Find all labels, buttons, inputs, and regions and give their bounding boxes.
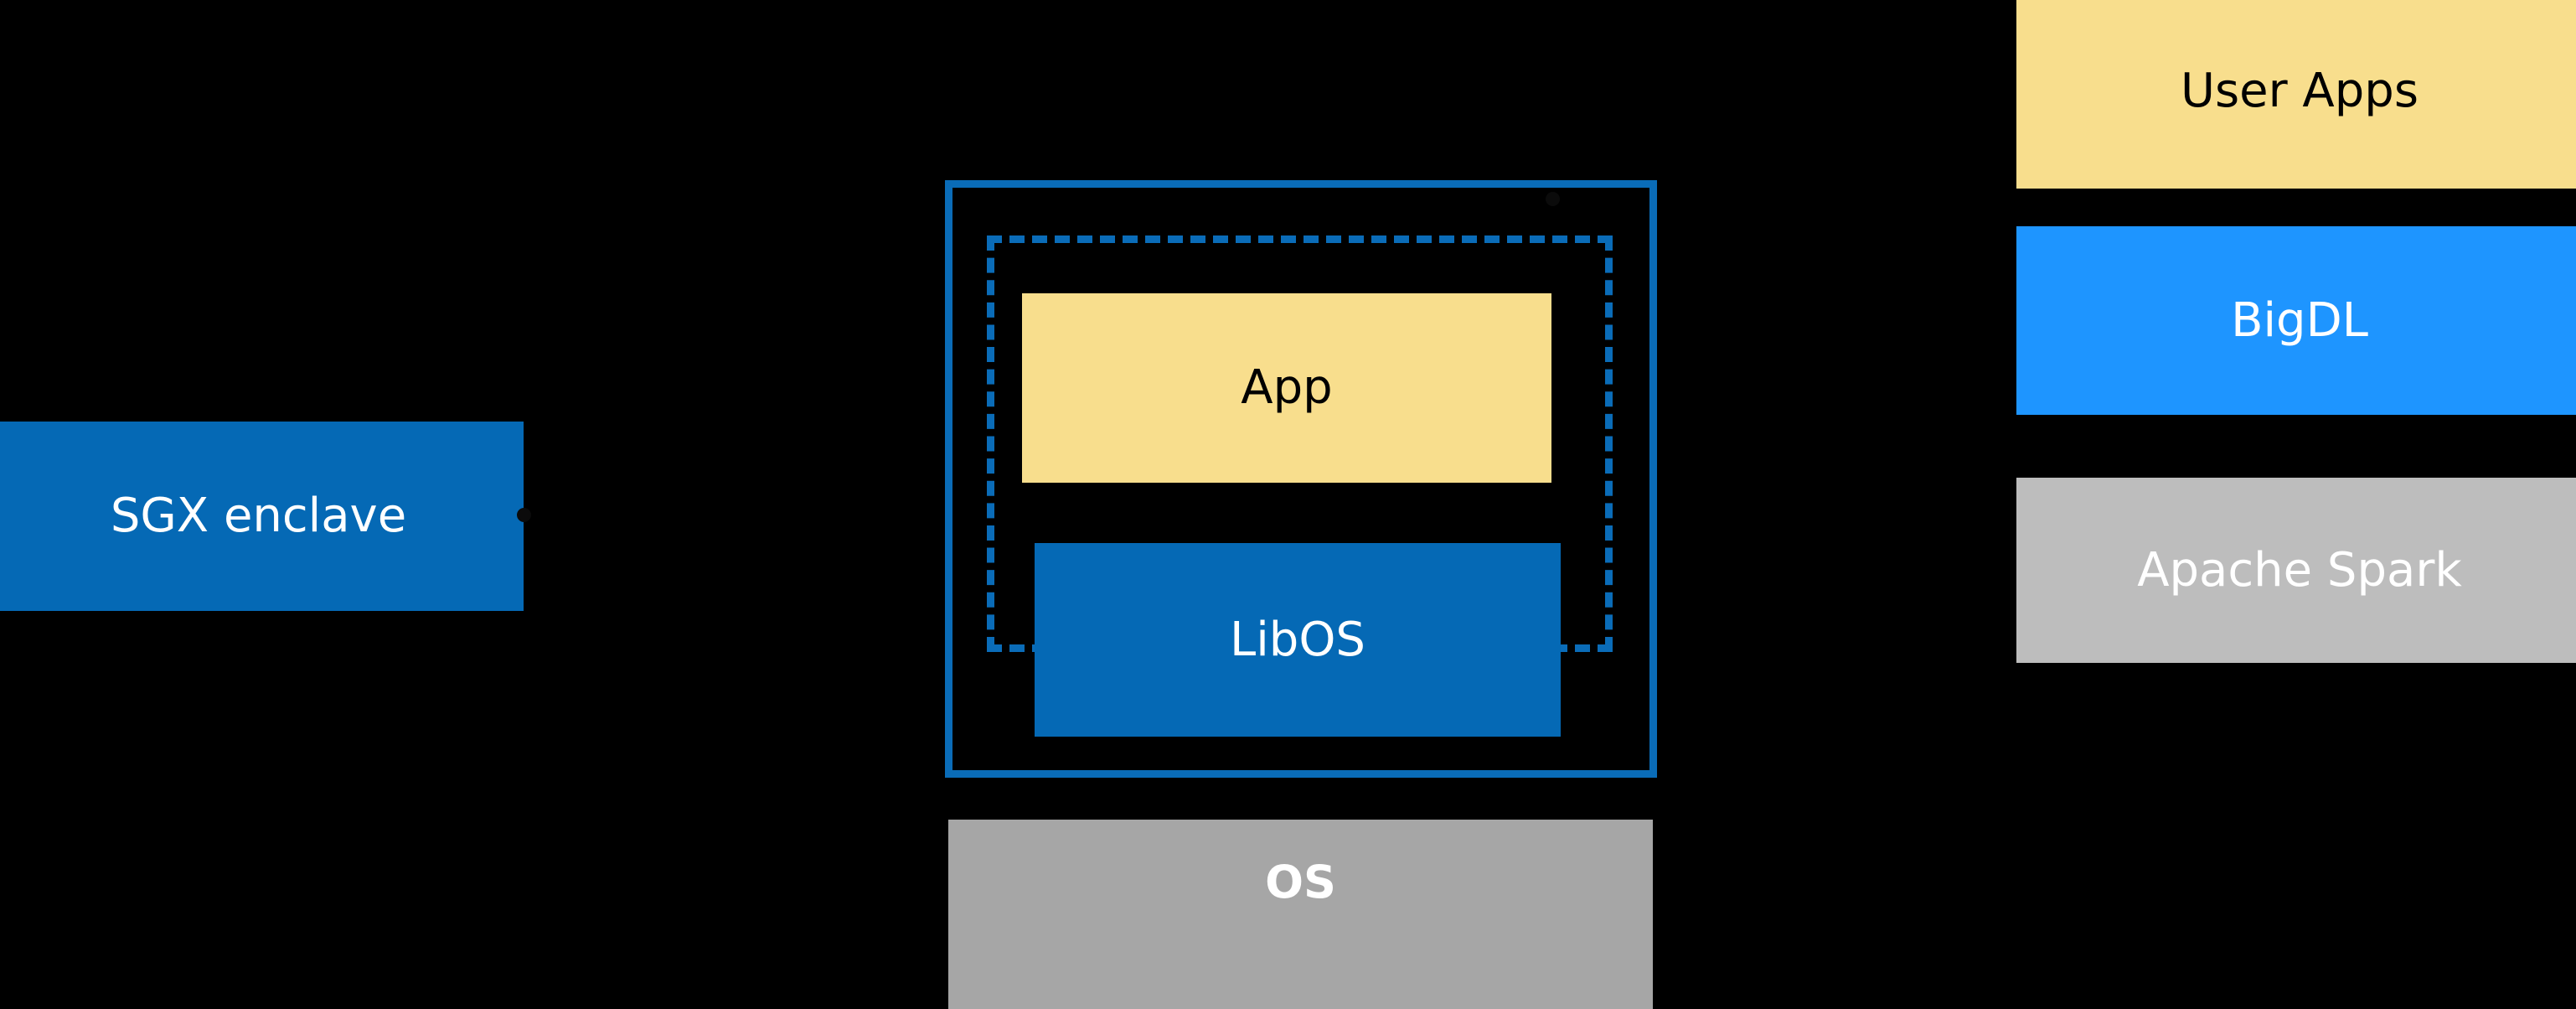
apache-spark-label: Apache Spark <box>2137 542 2462 598</box>
apache-spark-box: Apache Spark <box>2016 478 2576 663</box>
sgx-connector-endpoint-dot <box>517 508 531 522</box>
libos-box: LibOS <box>1035 543 1561 737</box>
app-box: App <box>1022 293 1551 483</box>
user-apps-box: User Apps <box>2016 0 2576 189</box>
app-label: App <box>1241 360 1333 416</box>
enclave-solid-frame <box>945 180 1657 778</box>
bigdl-box: BigDL <box>2016 226 2576 415</box>
os-box: OS <box>948 820 1653 1009</box>
sgx-enclave-label: SGX enclave <box>110 489 407 544</box>
sgx-enclave-box: SGX enclave <box>0 422 524 611</box>
bigdl-label: BigDL <box>2231 292 2368 348</box>
libos-label: LibOS <box>1230 612 1365 667</box>
app-connector-endpoint-dot <box>1546 192 1560 206</box>
user-apps-label: User Apps <box>2180 63 2419 118</box>
os-label: OS <box>1265 856 1336 908</box>
